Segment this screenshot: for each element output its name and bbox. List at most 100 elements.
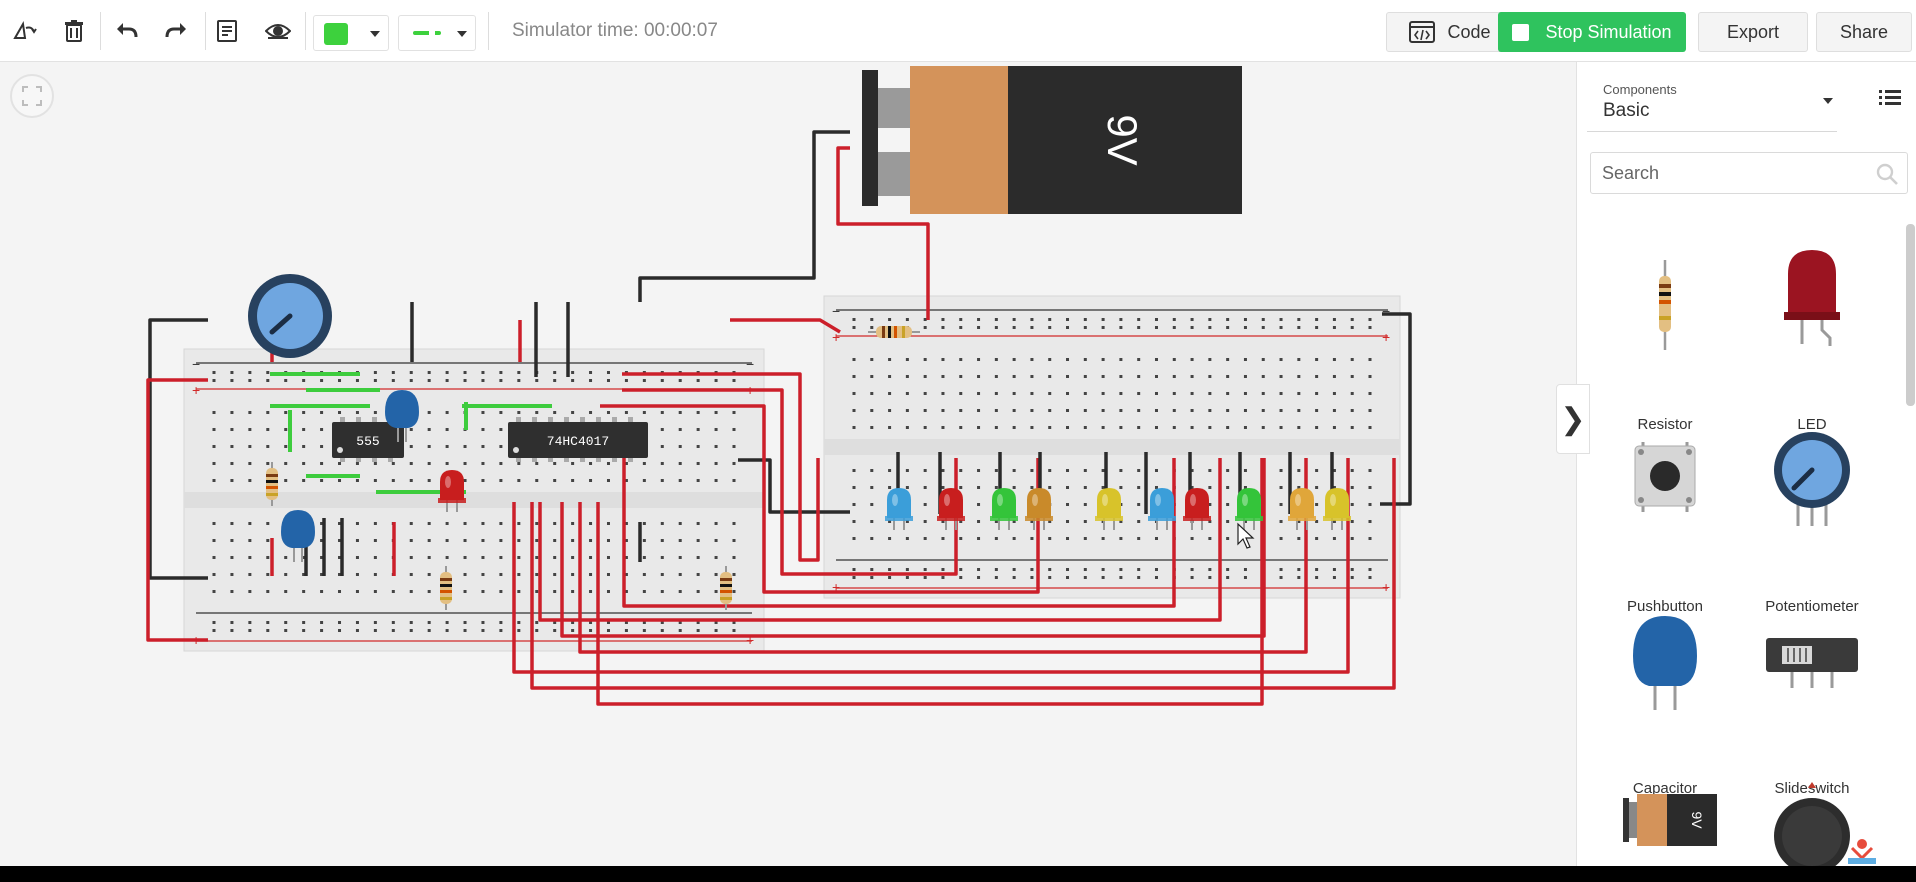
- hole: [1208, 358, 1212, 361]
- hole: [284, 629, 288, 632]
- components-panel: Components Basic: [1576, 62, 1916, 866]
- hole: [660, 573, 664, 576]
- ic-74hc4017[interactable]: 74HC4017: [508, 417, 648, 462]
- stop-simulation-button[interactable]: Stop Simulation: [1498, 12, 1686, 52]
- ic-555[interactable]: 555: [332, 417, 404, 462]
- led-output-8[interactable]: [1288, 488, 1316, 530]
- hole: [212, 621, 216, 624]
- hole: [1243, 520, 1247, 523]
- led-555[interactable]: [438, 470, 466, 512]
- resistor-2[interactable]: [440, 566, 452, 610]
- hole: [1315, 486, 1319, 489]
- capacitor-1[interactable]: [385, 390, 419, 442]
- resistor-3[interactable]: [720, 566, 732, 610]
- hole: [1119, 486, 1123, 489]
- hole: [499, 621, 503, 624]
- collapse-panel-button[interactable]: ❯: [1556, 384, 1590, 454]
- circuit-canvas[interactable]: −+−+++−+−+++ 9V 555 74HC4017: [0, 62, 1576, 866]
- ic-pin: [596, 417, 601, 423]
- hole: [553, 629, 557, 632]
- notes-icon[interactable]: [210, 14, 244, 48]
- search-box[interactable]: [1590, 152, 1908, 194]
- hole: [1368, 392, 1372, 395]
- component-resistor[interactable]: Resistor: [1595, 234, 1735, 433]
- zoom-to-fit-button[interactable]: [10, 74, 54, 118]
- hole: [1243, 375, 1247, 378]
- led-output-2[interactable]: [990, 488, 1018, 530]
- hole: [1119, 520, 1123, 523]
- rail-marker: +: [832, 579, 840, 595]
- breadboard-right[interactable]: −+−+++: [823, 295, 1401, 599]
- led-output-1[interactable]: [937, 488, 965, 530]
- hole: [589, 573, 593, 576]
- list-view-icon[interactable]: [1877, 84, 1907, 114]
- hole: [714, 445, 718, 448]
- hole: [1066, 318, 1070, 321]
- led-output-3[interactable]: [1025, 488, 1053, 530]
- search-icon[interactable]: [1875, 162, 1899, 186]
- hole: [1208, 486, 1212, 489]
- component-led[interactable]: LED: [1742, 234, 1882, 433]
- hole: [714, 479, 718, 482]
- component-9v-battery[interactable]: 9V: [1595, 780, 1735, 866]
- hole: [481, 379, 485, 382]
- scrollbar-thumb[interactable]: [1906, 224, 1915, 406]
- hole: [535, 590, 539, 593]
- rotate-icon[interactable]: [8, 14, 42, 48]
- battery-9v[interactable]: 9V: [862, 66, 1242, 214]
- hole: [355, 379, 359, 382]
- hole: [481, 445, 485, 448]
- hole: [606, 522, 610, 525]
- component-slideswitch[interactable]: Slideswitch: [1742, 598, 1882, 797]
- hole: [427, 522, 431, 525]
- component-label: Slideswitch: [1742, 780, 1882, 797]
- hole: [409, 621, 413, 624]
- rail-marker: −: [192, 356, 200, 372]
- wire-type-selector[interactable]: [398, 15, 476, 51]
- circuit-diagram[interactable]: −+−+++−+−+++ 9V 555 74HC4017: [0, 62, 1576, 866]
- led-output-7[interactable]: [1235, 488, 1263, 530]
- delete-icon[interactable]: [57, 14, 91, 48]
- led-output-0[interactable]: [885, 488, 913, 530]
- hole: [499, 462, 503, 465]
- export-button[interactable]: Export: [1698, 12, 1808, 52]
- undo-icon[interactable]: [110, 14, 144, 48]
- led-output-9[interactable]: [1323, 488, 1351, 530]
- redo-icon[interactable]: [159, 14, 193, 48]
- hole: [624, 379, 628, 382]
- component-capacitor[interactable]: Capacitor: [1595, 598, 1735, 797]
- share-button[interactable]: Share: [1816, 12, 1912, 52]
- potentiometer[interactable]: [248, 274, 332, 358]
- code-button[interactable]: Code: [1386, 12, 1514, 52]
- ic-pin: [532, 417, 537, 423]
- wire-color-selector[interactable]: [313, 15, 389, 51]
- hole: [1226, 409, 1230, 412]
- led-output-5[interactable]: [1148, 488, 1176, 530]
- hole: [1243, 576, 1247, 579]
- led-output-4[interactable]: [1095, 488, 1123, 530]
- resistor-1[interactable]: [266, 462, 278, 506]
- ic-notch: [337, 447, 343, 453]
- hole: [678, 590, 682, 593]
- hole: [977, 392, 981, 395]
- capacitor-2[interactable]: [281, 510, 315, 562]
- component-pushbutton[interactable]: Pushbutton: [1595, 416, 1735, 615]
- hole: [852, 318, 856, 321]
- hole: [941, 568, 945, 571]
- led-output-6[interactable]: [1183, 488, 1211, 530]
- components-dropdown[interactable]: Components Basic: [1587, 72, 1837, 132]
- hole: [302, 411, 306, 414]
- search-input[interactable]: [1591, 153, 1861, 193]
- hole: [1172, 409, 1176, 412]
- hole: [320, 522, 324, 525]
- component-potentiometer[interactable]: Potentiometer: [1742, 416, 1882, 615]
- ic-pin: [580, 456, 585, 462]
- hole: [977, 568, 981, 571]
- breadboard-left[interactable]: −+−+++: [183, 348, 765, 652]
- component-piezo[interactable]: [1742, 780, 1882, 866]
- visibility-icon[interactable]: [261, 14, 295, 48]
- hole: [1066, 568, 1070, 571]
- ic-pin: [388, 456, 393, 462]
- hole: [499, 371, 503, 374]
- resistor-4[interactable]: [868, 326, 920, 338]
